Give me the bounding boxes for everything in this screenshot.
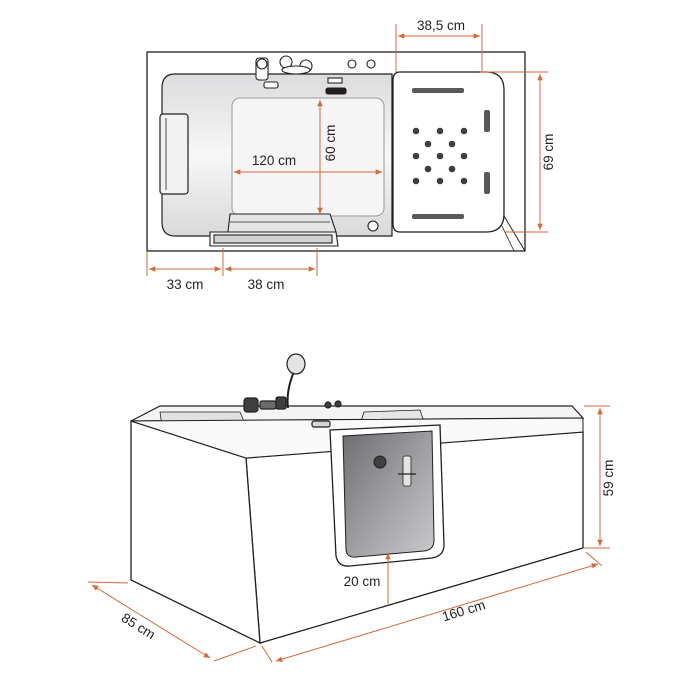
perspective-view: 59 cm 20 cm 160 cm 85 cm — [87, 353, 616, 663]
top-view: 38,5 cm 69 cm 120 cm 60 cm 33 cm 38 cm — [146, 18, 556, 292]
dim-inner-width: 60 cm — [323, 125, 338, 162]
dim-length: 160 cm — [440, 597, 487, 624]
dim-threshold: 20 cm — [344, 574, 381, 589]
massage-jets — [412, 127, 468, 185]
dim-door-width: 38 cm — [248, 277, 285, 292]
dim-door-offset: 33 cm — [167, 277, 204, 292]
door-top-view — [209, 213, 339, 247]
dim-overall-depth: 69 cm — [541, 134, 556, 171]
top-view-dimensions — [146, 24, 548, 276]
walk-in-door — [329, 424, 445, 567]
faucet-side-view — [243, 353, 342, 428]
headrest-pad — [159, 113, 189, 195]
seat-top-view — [392, 71, 526, 252]
dim-height: 59 cm — [601, 460, 616, 497]
dim-width: 85 cm — [119, 610, 158, 642]
dim-inner-length: 120 cm — [252, 153, 296, 168]
faucet-fixtures — [255, 55, 379, 232]
dim-seat-width: 38,5 cm — [417, 18, 465, 33]
side-view-dimensions — [87, 405, 610, 663]
